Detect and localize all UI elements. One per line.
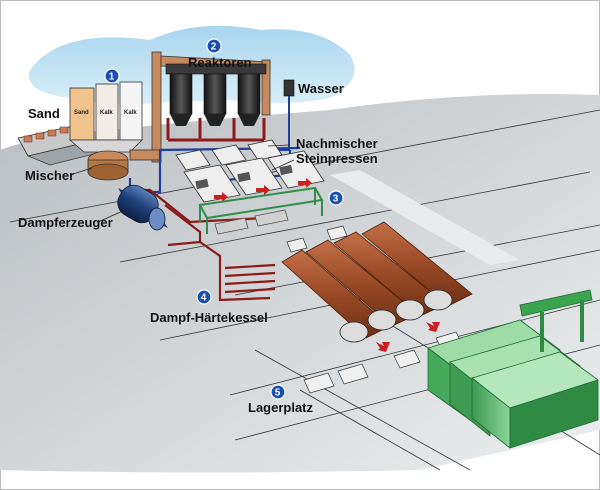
label-mischer: Mischer (25, 168, 74, 183)
step-badge-1: 1 (104, 68, 120, 84)
step-badge-2: 2 (206, 38, 222, 54)
brick-presses (175, 139, 325, 203)
label-lagerplatz: Lagerplatz (248, 400, 314, 415)
svg-text:2: 2 (211, 42, 217, 53)
svg-text:4: 4 (201, 293, 207, 304)
step-badge-4: 4 (196, 289, 212, 305)
mixer (87, 150, 129, 181)
label-reaktoren: Reaktoren (188, 55, 252, 70)
step-badge-5: 5 (270, 384, 286, 400)
label-sand: Sand (28, 106, 60, 121)
silo-label-sand: Sand (74, 110, 89, 116)
silo-label-kalk-1: Kalk (100, 110, 113, 116)
label-steinpressen: Steinpressen (296, 151, 378, 166)
svg-text:3: 3 (333, 194, 339, 205)
leader-lines (69, 144, 295, 223)
transfer-frame (198, 186, 324, 235)
svg-text:1: 1 (109, 72, 115, 83)
label-dampferzeuger: Dampferzeuger (18, 215, 113, 230)
reactors (165, 63, 267, 142)
brick-carts-lower (303, 331, 463, 394)
silo-label-kalk-2: Kalk (124, 110, 137, 116)
autoclave-exit-arrows (376, 322, 440, 352)
brick-carts-upper (286, 225, 348, 253)
svg-text:5: 5 (275, 388, 281, 399)
label-wasser: Wasser (298, 81, 344, 96)
autoclaves (281, 221, 473, 343)
label-dampf-haertekessel: Dampf-Härtekessel (150, 310, 268, 325)
silos: Sand Kalk Kalk (68, 81, 143, 153)
steam-generator (117, 184, 168, 231)
storage-halls (427, 289, 599, 449)
step-badge-3: 3 (328, 190, 344, 206)
road-band (330, 170, 520, 265)
label-nachmischer: Nachmischer (296, 136, 378, 151)
